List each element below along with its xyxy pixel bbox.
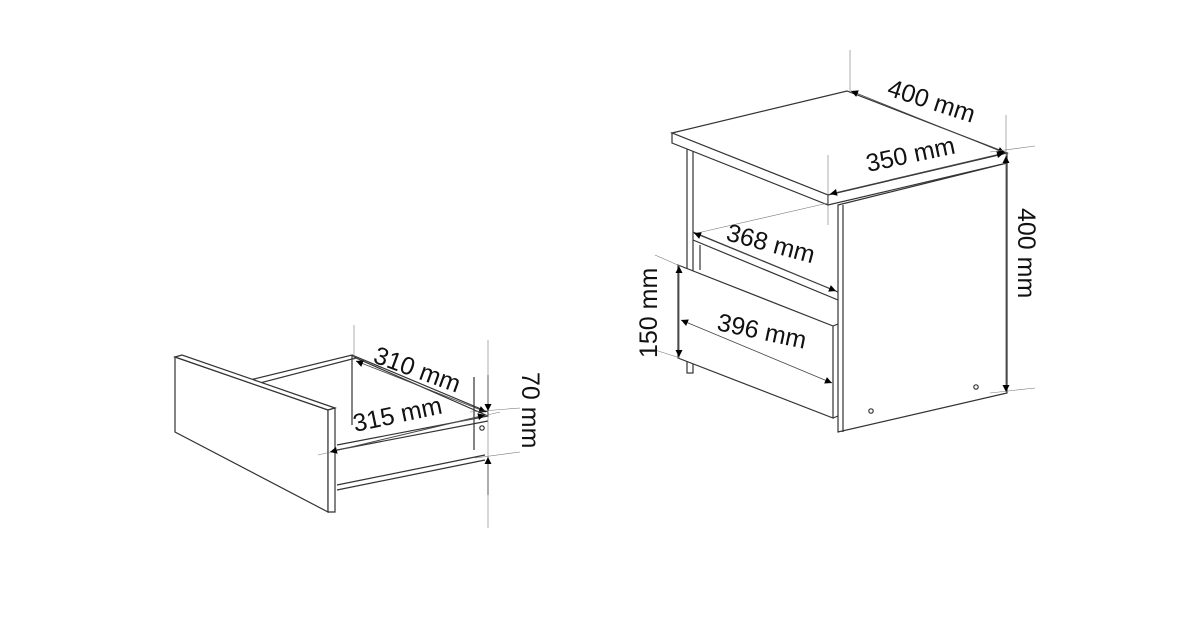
cabinet-drawing: [670, 90, 1010, 433]
cabinet-drawer-height-label: 150 mm: [635, 268, 663, 358]
drawer-inner-depth-label: 310 mm: [370, 341, 464, 398]
drawer-height-label: 70 mm: [516, 372, 544, 448]
drawer-outer-depth-label: 315 mm: [350, 392, 444, 438]
shelf-depth-label: 368 mm: [723, 219, 817, 269]
cabinet-height-label: 400 mm: [1012, 208, 1040, 298]
